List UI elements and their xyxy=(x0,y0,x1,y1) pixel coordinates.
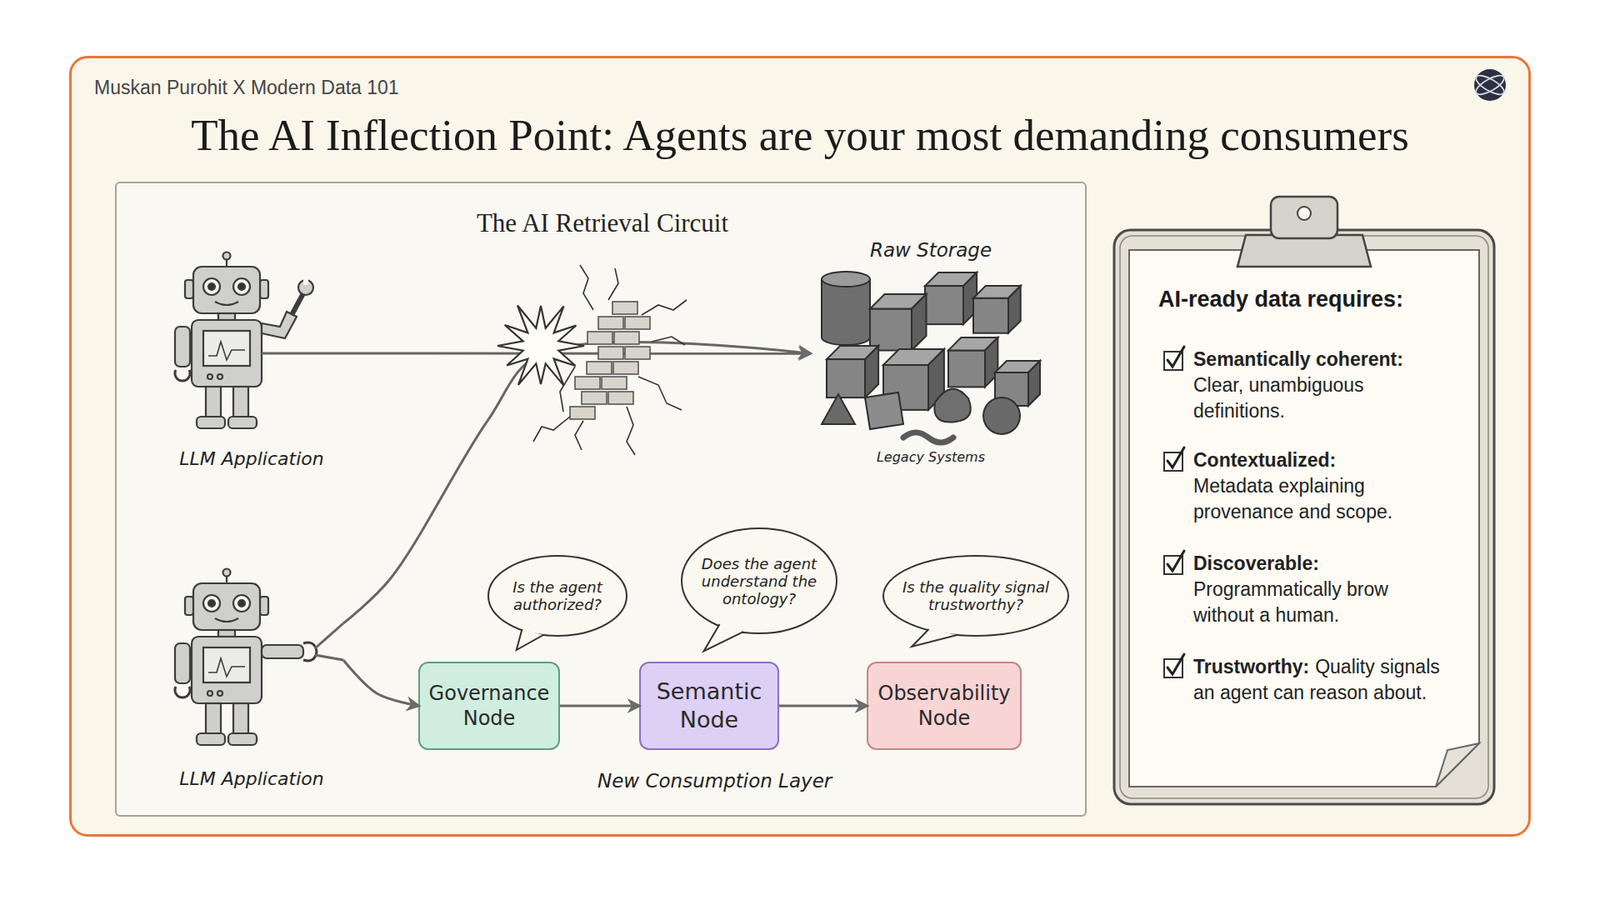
robot-illustration xyxy=(160,568,344,798)
bubble-question: Is the agent authorized? xyxy=(495,554,620,638)
connector-arrow xyxy=(343,342,810,624)
connector-arrow xyxy=(343,352,810,355)
bubble-question: Does the agent understand the ontology? xyxy=(689,526,830,635)
checkbox-icon xyxy=(1162,655,1186,680)
clipboard-shape xyxy=(1112,193,1496,806)
robot-illustration xyxy=(160,251,344,477)
requirement-name: Discoverable: xyxy=(1193,550,1444,577)
bubble-question: Is the quality signal trustworthy? xyxy=(886,554,1065,638)
clipboard-heading: AI-ready data requires: xyxy=(1158,286,1404,313)
llm-agent: LLM Application xyxy=(160,251,344,477)
connector-arrow xyxy=(779,705,867,708)
speech-bubble: Does the agent understand the ontology? xyxy=(680,526,839,635)
checkbox-icon xyxy=(1162,449,1186,473)
requirement-detail: Clear, unambiguous definitions. xyxy=(1193,374,1365,422)
agent-label: LLM Application xyxy=(160,768,344,790)
llm-agent: LLM Application xyxy=(160,568,344,798)
requirement-detail: Programmatically brow without a human. xyxy=(1193,578,1389,626)
node-label: Observability Node xyxy=(868,663,1020,749)
observability-node: Observability Node xyxy=(866,661,1022,750)
check-item: Semantically coherent:Clear, unambiguous… xyxy=(1193,346,1444,425)
layer-caption: New Consumption Layer xyxy=(597,770,831,792)
author-credit: Muskan Purohit X Modern Data 101 xyxy=(94,76,400,100)
agent-label: LLM Application xyxy=(160,448,344,470)
governance-node: Governance Node xyxy=(418,661,560,750)
requirement-name: Trustworthy: xyxy=(1193,655,1310,678)
checkbox-icon xyxy=(1162,348,1186,372)
storage-shapes xyxy=(810,239,1052,473)
panel-title: The AI Retrieval Circuit xyxy=(116,208,1089,239)
brand-logo xyxy=(1473,69,1507,101)
semantic-node: Semantic Node xyxy=(639,661,780,750)
checkbox-icon xyxy=(1162,552,1186,576)
check-item: Contextualized:Metadata explaining prove… xyxy=(1193,447,1444,525)
check-item: Trustworthy:Quality signals an agent can… xyxy=(1193,654,1444,706)
check-item: Discoverable:Programmatically brow witho… xyxy=(1193,550,1444,629)
requirement-name: Contextualized: xyxy=(1193,447,1444,474)
storage-subtitle: Legacy Systems xyxy=(810,449,1052,465)
circuit-panel: The AI Retrieval CircuitLLM Application R… xyxy=(115,181,1087,817)
connector-arrow xyxy=(560,705,640,708)
raw-storage: Raw StorageLegacy Systems xyxy=(810,239,1052,473)
connector-arrow xyxy=(343,660,419,706)
diagram-title: The AI Inflection Point: Agents are your… xyxy=(0,110,1600,160)
speech-bubble: Is the agent authorized? xyxy=(486,554,629,638)
node-label: Governance Node xyxy=(420,663,559,749)
requirement-detail: Metadata explaining provenance and scope… xyxy=(1193,475,1393,523)
requirements-clipboard: Semantically coherent:Clear, unambiguous… xyxy=(1112,193,1496,806)
speech-bubble: Is the quality signal trustworthy? xyxy=(881,554,1070,638)
requirement-name: Semantically coherent: xyxy=(1193,346,1444,373)
node-label: Semantic Node xyxy=(640,663,778,749)
storage-title: Raw Storage xyxy=(810,239,1052,261)
